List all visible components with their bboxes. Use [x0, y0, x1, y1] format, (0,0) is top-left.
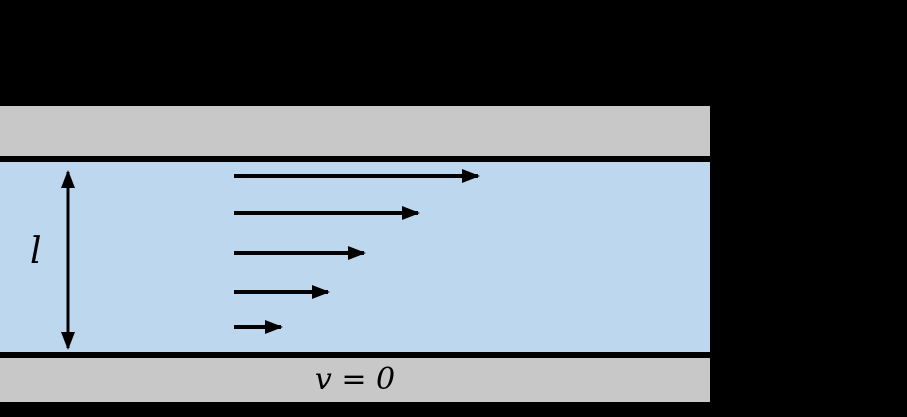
bottom-plate: v = 0	[0, 358, 710, 402]
fluid-region	[0, 162, 710, 352]
top-plate	[0, 106, 710, 156]
bottom-plate-velocity-label: v = 0	[314, 362, 396, 397]
gap-length-label: l	[30, 231, 42, 272]
